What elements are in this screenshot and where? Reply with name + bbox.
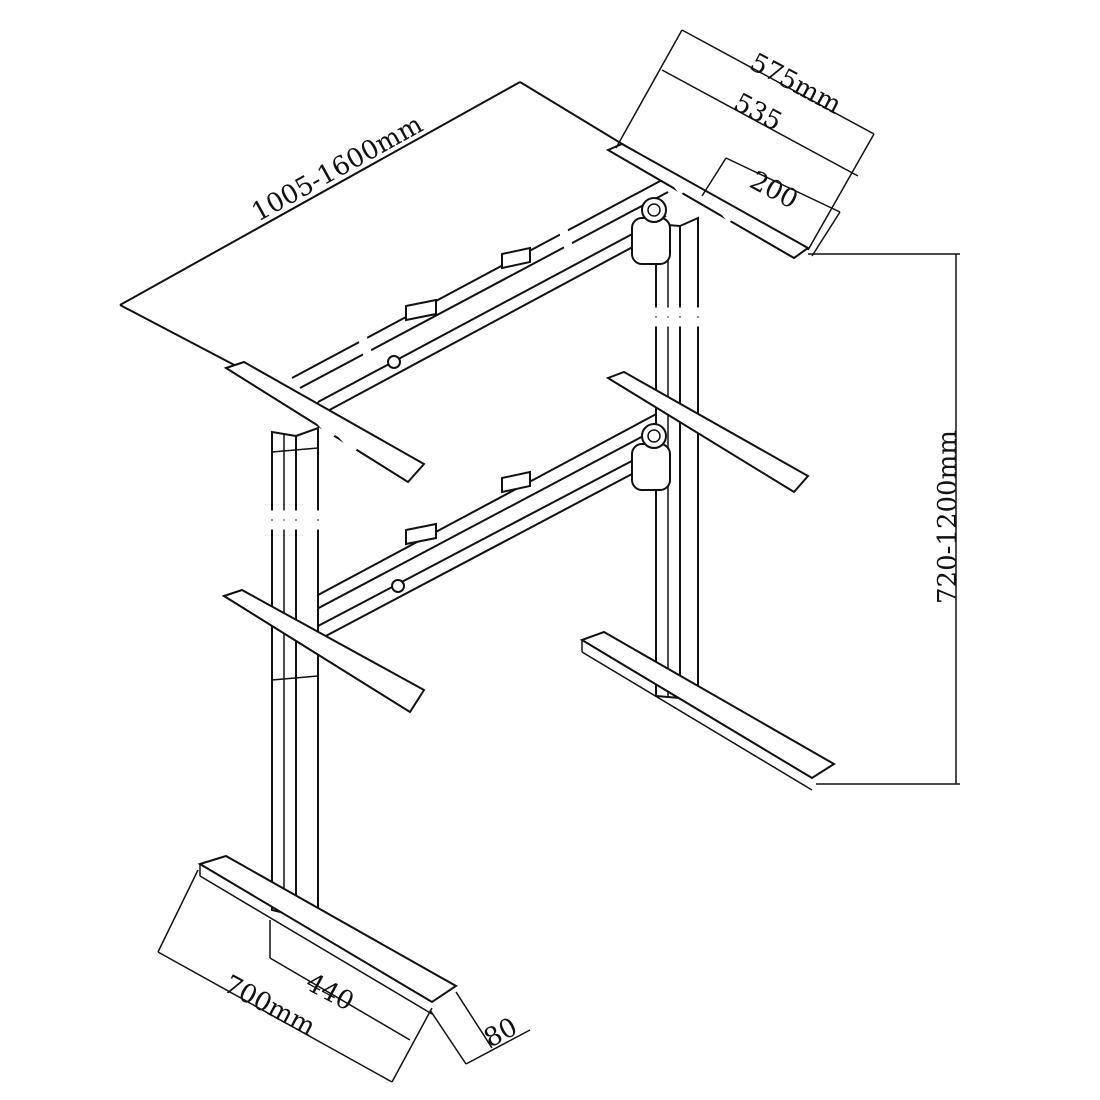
front-foot <box>197 854 458 1015</box>
lower-left-support <box>221 588 426 714</box>
dimension-height <box>808 253 960 785</box>
label-height-range: 720-1200mm <box>933 430 963 604</box>
label-bracket-width: 200 <box>745 166 803 216</box>
upper-crossbar <box>291 179 669 415</box>
mounting-tabs <box>387 246 531 593</box>
upper-right-support <box>605 370 810 494</box>
dimension-top-depth <box>615 29 875 257</box>
label-top-depth-inner: 535 <box>729 88 787 138</box>
upper-left-support <box>223 360 426 484</box>
lower-crossbar <box>289 411 667 639</box>
motor-upper <box>631 197 671 265</box>
label-top-length: 1005-1600mm <box>247 110 428 229</box>
front-leg <box>266 426 324 918</box>
back-leg <box>650 216 705 700</box>
dimension-foot <box>157 869 531 1083</box>
motor-lower <box>631 423 671 491</box>
label-foot-length: 700mm <box>219 970 320 1043</box>
back-foot <box>579 630 836 791</box>
label-foot-width: 80 <box>479 1012 522 1054</box>
